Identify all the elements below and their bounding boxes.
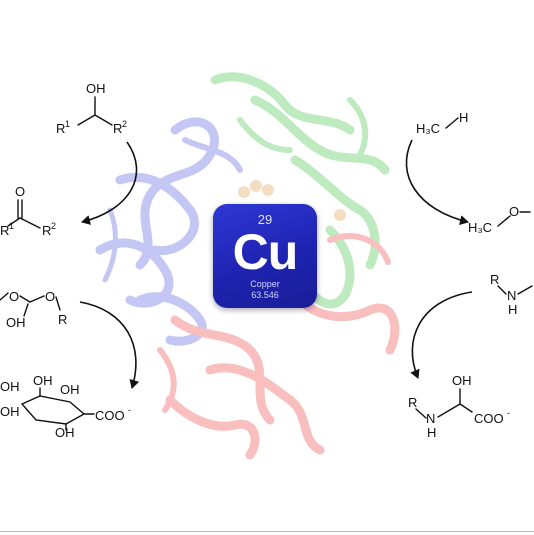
- label-h3c: H₃C: [468, 220, 492, 235]
- label-sup: 1: [9, 221, 14, 231]
- arrow-oxidation-methane: [405, 139, 469, 225]
- label-o: O: [9, 289, 19, 304]
- protein-domain-blue: [95, 117, 243, 346]
- element-name: Copper: [250, 279, 280, 289]
- label-n: N: [507, 288, 516, 303]
- label-h: H: [508, 302, 517, 317]
- label-n: N: [426, 411, 435, 426]
- molecule-amine: R N H: [490, 272, 533, 317]
- label-r: R: [490, 272, 499, 287]
- atomic-mass: 63.546: [251, 290, 279, 300]
- copper-site: [238, 180, 346, 221]
- label-coo: COO: [474, 411, 504, 426]
- molecule-glucuronate: OH OH OH OH OH COO -: [0, 373, 131, 440]
- copper-element-tile: 29 Cu Copper 63.546: [213, 204, 317, 308]
- label-sup: 1: [65, 119, 70, 129]
- label-oh: OH: [86, 81, 106, 96]
- label-sup: 2: [51, 221, 56, 231]
- label-o: O: [509, 204, 519, 219]
- molecule-methanol: H₃C O: [468, 204, 531, 235]
- arrow-hydroxylation: [410, 291, 473, 379]
- label-r: R: [58, 312, 67, 327]
- molecule-ketone: O R 1 R 2: [0, 184, 56, 238]
- label-r: R: [113, 121, 122, 136]
- molecule-secondary-alcohol: OH R 1 R 2: [56, 81, 127, 136]
- atomic-number: 29: [257, 212, 273, 227]
- label-oh: OH: [33, 373, 53, 388]
- label-oh: OH: [452, 373, 472, 388]
- label-oh: OH: [0, 404, 20, 419]
- label-sup: 2: [122, 119, 127, 129]
- protein-domain-red: [157, 233, 400, 460]
- molecule-hydroxyglycine: OH R N H COO -: [408, 373, 510, 440]
- label-oh: OH: [60, 382, 80, 397]
- label-oh: OH: [0, 379, 20, 394]
- label-r: R: [42, 223, 51, 238]
- molecule-glycoside: O O R OH: [0, 289, 67, 330]
- label-o: O: [45, 289, 55, 304]
- label-h: H: [459, 110, 468, 125]
- molecule-methane: H₃C H: [416, 110, 468, 136]
- arrow-oxidation-glycoside: [79, 301, 140, 389]
- label-h3c: H₃C: [416, 121, 440, 136]
- label-r: R: [56, 121, 65, 136]
- label-o: O: [15, 184, 25, 199]
- label-r: R: [408, 395, 417, 410]
- label-oh: OH: [6, 315, 26, 330]
- label-charge: -: [507, 408, 510, 418]
- label-r: R: [0, 223, 9, 238]
- bottom-divider: [0, 531, 534, 532]
- protein-domain-green: [210, 72, 390, 309]
- arrow-oxidation-alcohol: [81, 141, 138, 225]
- element-symbol: Cu: [232, 224, 299, 280]
- label-h: H: [427, 425, 436, 440]
- label-oh: OH: [55, 425, 75, 440]
- label-charge: -: [128, 405, 131, 415]
- label-coo: COO: [95, 408, 125, 423]
